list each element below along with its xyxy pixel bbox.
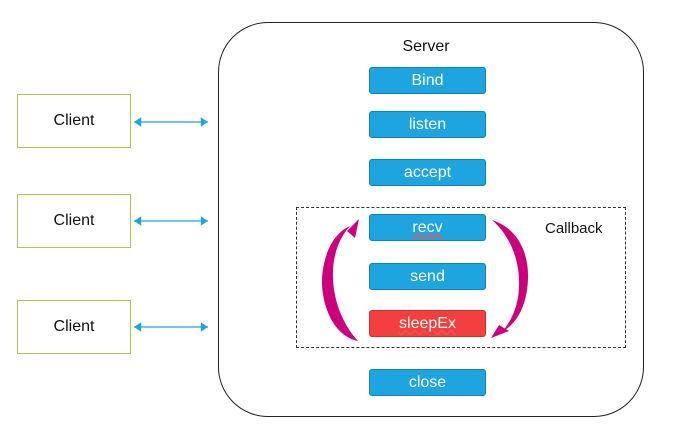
step-close-label: close xyxy=(408,373,447,391)
step-bind: Bind xyxy=(369,67,486,94)
server-title: Server xyxy=(402,38,450,55)
step-send-label: send xyxy=(410,267,445,285)
step-accept-label: accept xyxy=(403,163,452,181)
step-recv-label: recv xyxy=(412,218,443,236)
client-box-3: Client xyxy=(17,300,131,354)
client-label-3: Client xyxy=(53,318,95,335)
client-label-1: Client xyxy=(53,112,95,129)
right-loop-arrow xyxy=(491,220,529,338)
step-send: send xyxy=(369,263,486,290)
step-listen: listen xyxy=(369,111,486,138)
step-accept: accept xyxy=(369,159,486,186)
callback-label: Callback xyxy=(545,220,603,237)
client-box-2: Client xyxy=(17,194,131,248)
callback-region xyxy=(296,207,626,348)
client-box-1: Client xyxy=(17,94,131,148)
step-close: close xyxy=(369,369,486,396)
step-sleepex-label: sleepEx xyxy=(399,314,456,332)
step-bind-label: Bind xyxy=(411,71,444,89)
step-listen-label: listen xyxy=(408,115,447,133)
left-loop-arrow xyxy=(321,219,359,341)
client-label-2: Client xyxy=(53,212,95,229)
step-recv: recv xyxy=(369,214,486,241)
step-sleepex: sleepEx xyxy=(369,310,486,337)
